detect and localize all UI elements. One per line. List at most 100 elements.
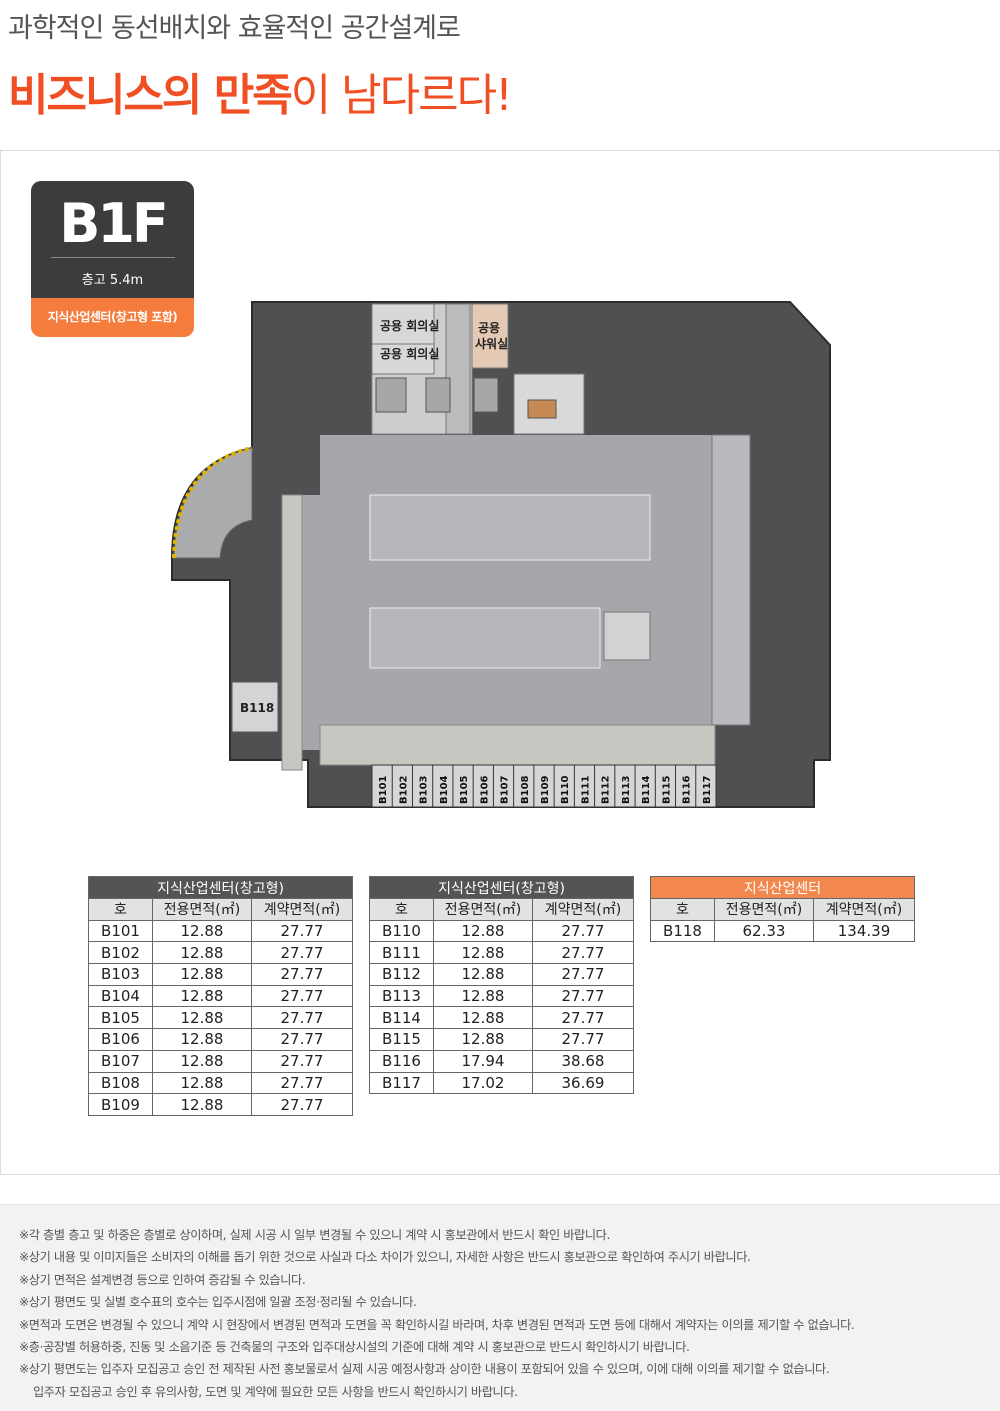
note-line: ※상기 평면도 및 실별 호수표의 호수는 입주시점에 일괄 조정·정리될 수 … bbox=[19, 1295, 417, 1310]
cell-exclusive-area: 12.88 bbox=[152, 919, 252, 943]
cell-contract-area: 27.77 bbox=[251, 1071, 353, 1095]
cell-contract-area: 27.77 bbox=[532, 984, 634, 1008]
unit-label: B104 bbox=[439, 775, 450, 804]
col-header-unit: 호 bbox=[369, 898, 434, 921]
note-line: ※상기 평면도는 입주자 모집공고 승인 전 제작된 사전 홍보물로서 실제 시… bbox=[19, 1362, 830, 1377]
room-shower: 샤워실 bbox=[475, 336, 508, 351]
unit-label: B111 bbox=[580, 775, 591, 804]
unit-b118-label: B118 bbox=[240, 701, 274, 715]
cell-exclusive-area: 12.88 bbox=[433, 984, 533, 1008]
bottom-storage-strip bbox=[319, 724, 716, 766]
unit-label: B108 bbox=[520, 775, 531, 804]
cell-exclusive-area: 12.88 bbox=[433, 1028, 533, 1051]
cell-exclusive-area: 12.88 bbox=[433, 1006, 533, 1030]
cell-exclusive-area: 12.88 bbox=[152, 1006, 252, 1030]
ramp-edge-stripe bbox=[172, 446, 253, 559]
col-header-exclusive-area: 전용면적(㎡) bbox=[714, 898, 814, 921]
cell-contract-area: 38.68 bbox=[532, 1049, 634, 1073]
cell-unit: B107 bbox=[88, 1049, 153, 1073]
bottom-units bbox=[371, 764, 717, 808]
headline: 과학적인 동선배치와 효율적인 공간설계로 비즈니스의 만족이 남다르다! bbox=[8, 6, 513, 123]
note-line: ※각 층별 층고 및 하중은 층별로 상이하며, 실제 시공 시 일부 변경될 … bbox=[19, 1228, 610, 1242]
unit-label: B107 bbox=[500, 775, 511, 804]
elevator-core-2 bbox=[425, 377, 451, 413]
unit-label: B117 bbox=[702, 775, 713, 804]
unit-label: B116 bbox=[682, 775, 693, 804]
cell-exclusive-area: 12.88 bbox=[152, 1093, 252, 1116]
col-header-unit: 호 bbox=[650, 898, 715, 921]
cell-exclusive-area: 12.88 bbox=[433, 941, 533, 965]
unit-label: B106 bbox=[479, 775, 490, 804]
headline-title: 비즈니스의 만족이 남다르다! bbox=[8, 59, 513, 123]
disclaimer-notes: ※각 층별 층고 및 하중은 층별로 상이하며, 실제 시공 시 일부 변경될 … bbox=[0, 1204, 1000, 1411]
unit-label: B102 bbox=[398, 775, 409, 804]
door-pair bbox=[527, 399, 557, 419]
cell-unit: B118 bbox=[650, 919, 715, 943]
unit-b118 bbox=[231, 681, 279, 733]
room-shared: 공용 bbox=[478, 320, 500, 335]
cell-unit: B105 bbox=[88, 1006, 153, 1030]
cell-unit: B116 bbox=[369, 1049, 434, 1073]
cell-exclusive-area: 12.88 bbox=[152, 984, 252, 1008]
floor-badge: B1F 층고 5.4m 지식산업센터(창고형 포함) bbox=[31, 181, 194, 337]
unit-label: B110 bbox=[560, 775, 571, 804]
unit-label: B113 bbox=[621, 775, 632, 804]
cell-unit: B104 bbox=[88, 984, 153, 1008]
cell-unit: B113 bbox=[369, 984, 434, 1008]
central-core bbox=[603, 611, 651, 661]
cell-exclusive-area: 12.88 bbox=[152, 1028, 252, 1051]
cell-unit: B117 bbox=[369, 1071, 434, 1095]
cell-exclusive-area: 12.88 bbox=[152, 1071, 252, 1095]
headline-subtitle: 과학적인 동선배치와 효율적인 공간설계로 bbox=[8, 13, 461, 44]
cell-contract-area: 27.77 bbox=[251, 1049, 353, 1073]
col-header-exclusive-area: 전용면적(㎡) bbox=[433, 898, 533, 921]
floor-type-label: 지식산업센터(창고형 포함) bbox=[31, 298, 194, 337]
elevator-core bbox=[375, 377, 407, 413]
cell-exclusive-area: 12.88 bbox=[152, 963, 252, 986]
table-title: 지식산업센터(창고형) bbox=[88, 876, 353, 899]
stair-core bbox=[445, 303, 471, 435]
cell-exclusive-area: 17.02 bbox=[433, 1071, 533, 1095]
cell-unit: B102 bbox=[88, 941, 153, 965]
headline-title-bold: 비즈니스의 만족 bbox=[8, 70, 293, 121]
room-meeting-1: 공용 회의실 bbox=[380, 318, 439, 333]
table-title: 지식산업센터 bbox=[650, 876, 915, 899]
cell-contract-area: 27.77 bbox=[251, 963, 353, 986]
unit-label: B109 bbox=[540, 775, 551, 804]
cell-exclusive-area: 12.88 bbox=[433, 919, 533, 943]
badge-divider bbox=[50, 257, 175, 258]
right-parking-strip bbox=[711, 434, 751, 726]
shower-room bbox=[471, 303, 509, 369]
elevator-core-3 bbox=[473, 377, 499, 413]
cell-contract-area: 27.77 bbox=[532, 941, 634, 965]
parking-row-lower bbox=[369, 607, 601, 669]
col-header-contract-area: 계약면적(㎡) bbox=[532, 898, 634, 921]
cell-unit: B114 bbox=[369, 1006, 434, 1030]
unit-label: B103 bbox=[419, 775, 430, 804]
cell-unit: B108 bbox=[88, 1071, 153, 1095]
cell-contract-area: 27.77 bbox=[532, 1006, 634, 1030]
unit-label: B112 bbox=[601, 775, 612, 804]
note-line: ※상기 내용 및 이미지들은 소비자의 이해를 돕기 위한 것으로 사실과 다소… bbox=[19, 1250, 751, 1265]
cell-contract-area: 27.77 bbox=[532, 919, 634, 943]
cell-contract-area: 27.77 bbox=[251, 941, 353, 965]
cell-exclusive-area: 62.33 bbox=[714, 919, 814, 943]
col-header-contract-area: 계약면적(㎡) bbox=[251, 898, 353, 921]
